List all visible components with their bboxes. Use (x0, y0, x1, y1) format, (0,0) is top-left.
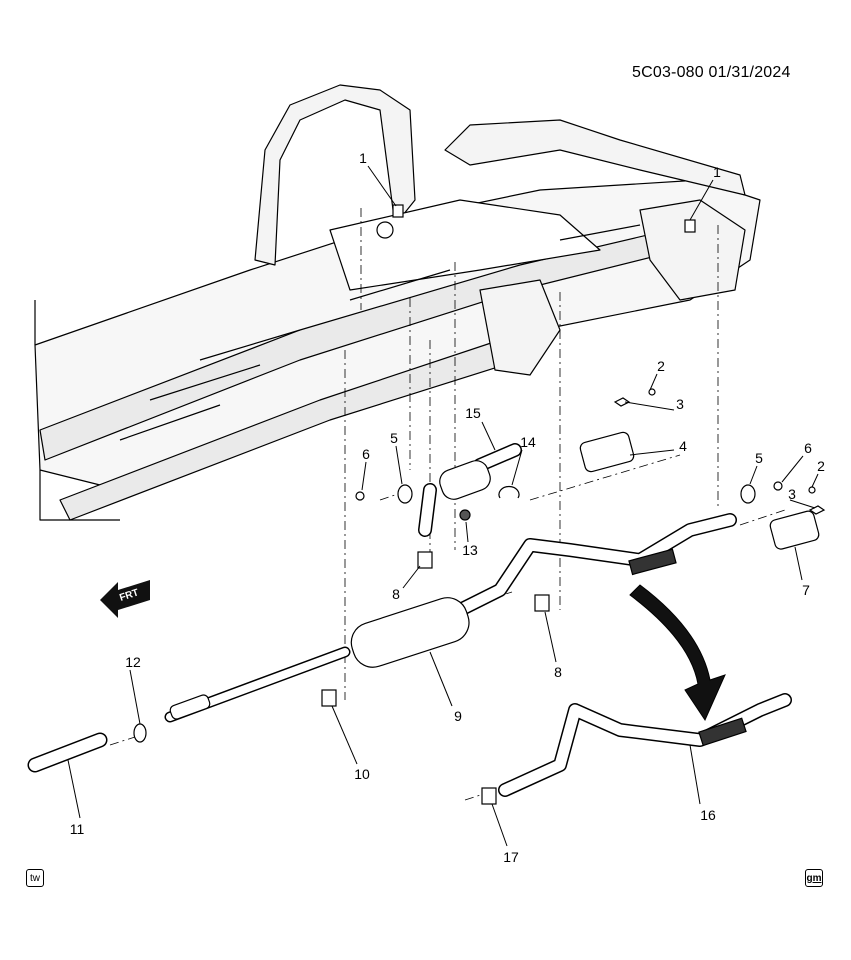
callout-2: 2 (817, 458, 825, 474)
front-muffler (439, 460, 491, 500)
callout-7: 7 (802, 582, 810, 598)
callout-12: 12 (125, 654, 141, 670)
gm-logo-icon: gm (805, 869, 823, 887)
callout-13: 13 (462, 542, 478, 558)
callout-16: 16 (700, 807, 716, 823)
vehicle-underbody (34, 84, 761, 521)
callout-4: 4 (679, 438, 687, 454)
callout-10: 10 (354, 766, 370, 782)
callout-5: 5 (390, 430, 398, 446)
callout-6: 6 (804, 440, 812, 456)
callout-1: 1 (359, 150, 367, 166)
callout-3: 3 (788, 486, 796, 502)
components (133, 204, 826, 805)
relocation-arrow (629, 584, 726, 722)
muffler (350, 597, 470, 668)
front-direction-indicator: FRT (100, 580, 150, 618)
callout-14: 14 (520, 434, 536, 450)
callout-3: 3 (676, 396, 684, 412)
resonator (169, 694, 211, 720)
diagram-code-date: 5C03-080 01/31/2024 (632, 64, 791, 81)
callout-5: 5 (755, 450, 763, 466)
callout-9: 9 (454, 708, 462, 724)
tw-badge-icon: tw (26, 869, 44, 887)
heat-shield-4 (579, 431, 635, 473)
callout-8: 8 (554, 664, 562, 680)
callout-15: 15 (465, 405, 481, 421)
callout-8: 8 (392, 586, 400, 602)
leader-lines (67, 165, 819, 847)
heat-shield-7 (769, 510, 820, 550)
callout-17: 17 (503, 849, 519, 865)
callout-2: 2 (657, 358, 665, 374)
callout-labels: 1 1 2 3 4 15 14 5 6 5 6 2 3 13 7 8 8 12 … (70, 150, 825, 865)
callout-11: 11 (70, 821, 85, 837)
callout-6: 6 (362, 446, 370, 462)
callout-1: 1 (713, 164, 721, 180)
exhaust-pipes (27, 443, 792, 797)
